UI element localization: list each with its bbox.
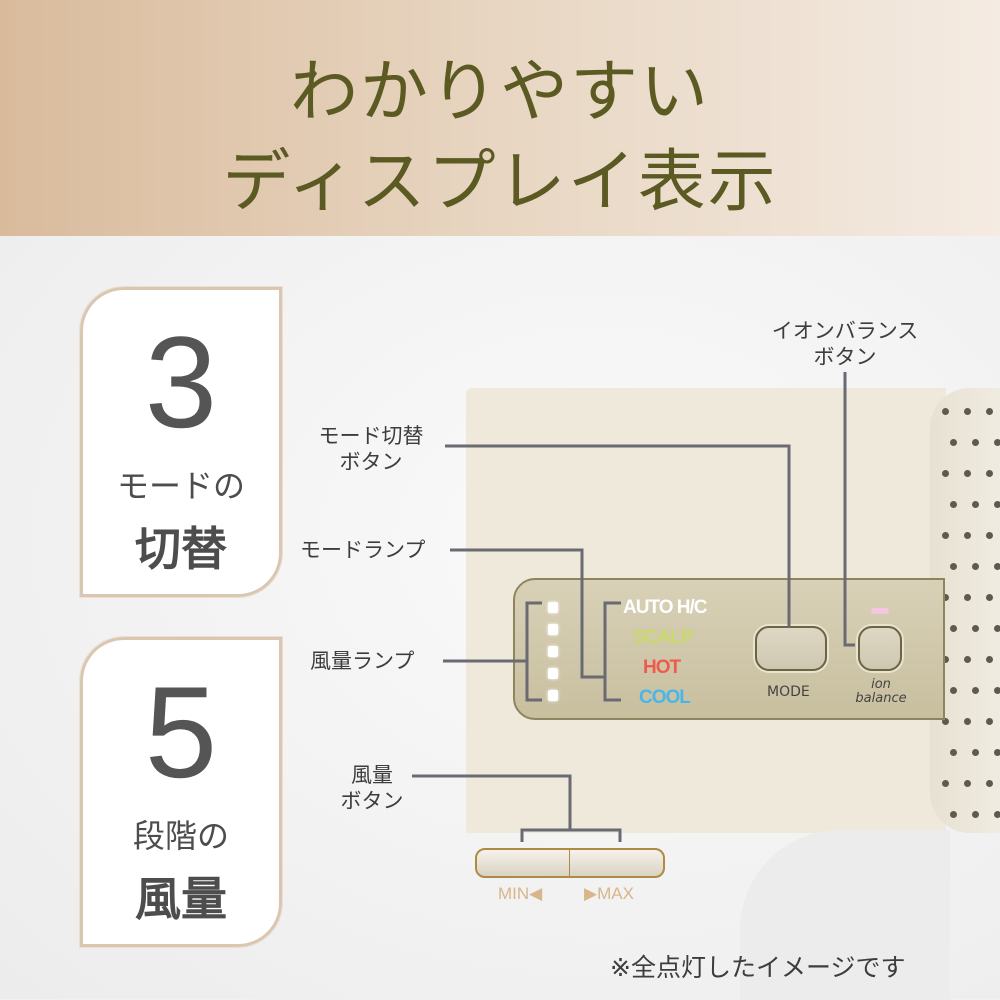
wind-lamp: [548, 624, 558, 635]
vent-hole: [950, 439, 957, 446]
feature-card-wind: 5 段階の 風量: [80, 637, 282, 947]
vent-hole: [972, 501, 979, 508]
vent-hole: [972, 439, 979, 446]
ion-balance-button[interactable]: [858, 626, 902, 671]
title-line-2: ディスプレイ表示: [222, 143, 778, 222]
vent-hole: [986, 470, 993, 477]
vent-hole: [986, 718, 993, 725]
mode-lamp-cool: COOL: [639, 687, 691, 708]
card-main: 切替: [135, 522, 227, 576]
vent-hole: [942, 780, 949, 787]
vent-hole: [942, 594, 949, 601]
card-sub: 段階の: [132, 817, 229, 855]
card-sub: モードの: [116, 467, 245, 505]
vent-hole: [942, 470, 949, 477]
vent-hole: [964, 532, 971, 539]
card-main: 風量: [135, 872, 227, 926]
vent-hole: [942, 532, 949, 539]
mode-lamp-hot: HOT: [643, 657, 681, 678]
vent-hole: [986, 532, 993, 539]
mode-lamp-callout: モードランプ: [300, 538, 426, 562]
footnote: ※全点灯したイメージです: [610, 953, 906, 982]
dryer-notch: [740, 830, 950, 1000]
vent-hole: [942, 656, 949, 663]
vent-hole: [964, 594, 971, 601]
vent-hole: [972, 563, 979, 570]
vent-hole: [942, 408, 949, 415]
dryer-vent-cylinder: [930, 388, 1000, 833]
ion-button-callout: イオンバランスボタン: [771, 319, 919, 370]
wind-button-callout: 風量ボタン: [340, 763, 404, 814]
vent-hole: [950, 625, 957, 632]
vent-hole: [994, 563, 1000, 570]
vent-hole: [986, 656, 993, 663]
vent-hole: [964, 780, 971, 787]
title-line-1: わかりやすい: [289, 53, 710, 132]
vent-hole: [994, 501, 1000, 508]
vent-hole: [950, 749, 957, 756]
vent-hole: [986, 780, 993, 787]
vent-hole: [950, 811, 957, 818]
header-banner: [0, 0, 1000, 236]
vent-hole: [972, 625, 979, 632]
vent-hole: [994, 439, 1000, 446]
vent-hole: [950, 563, 957, 570]
wind-lamp: [548, 690, 558, 701]
vent-hole: [964, 470, 971, 477]
vent-hole: [994, 749, 1000, 756]
wind-lamp: [548, 646, 558, 657]
vent-hole: [994, 811, 1000, 818]
feature-card-modes: 3 モードの 切替: [80, 287, 282, 597]
mode-button[interactable]: [755, 626, 827, 671]
vent-hole: [972, 687, 979, 694]
wind-button[interactable]: [475, 848, 665, 878]
vent-hole: [972, 749, 979, 756]
wind-max-label: ▶MAX: [584, 884, 634, 903]
card-number: 5: [144, 659, 218, 805]
wind-lamp-callout: 風量ランプ: [310, 649, 415, 673]
vent-hole: [964, 656, 971, 663]
vent-hole: [964, 408, 971, 415]
vent-hole: [972, 811, 979, 818]
wind-min-label: MIN◀: [498, 884, 543, 903]
vent-hole: [994, 625, 1000, 632]
mode-button-callout: モード切替ボタン: [318, 424, 424, 475]
mode-lamp-scalp: SCALP: [633, 627, 693, 648]
card-number: 3: [144, 309, 218, 455]
vent-hole: [950, 501, 957, 508]
vent-hole: [950, 687, 957, 694]
ion-indicator: [871, 608, 889, 614]
vent-hole: [986, 594, 993, 601]
mode-button-label: MODE: [767, 684, 810, 700]
vent-hole: [942, 718, 949, 725]
mode-lamp-auto: AUTO H/C: [623, 597, 707, 618]
vent-hole: [994, 687, 1000, 694]
vent-hole: [986, 408, 993, 415]
vent-hole: [964, 718, 971, 725]
wind-lamp: [548, 602, 558, 613]
wind-lamp: [548, 668, 558, 679]
